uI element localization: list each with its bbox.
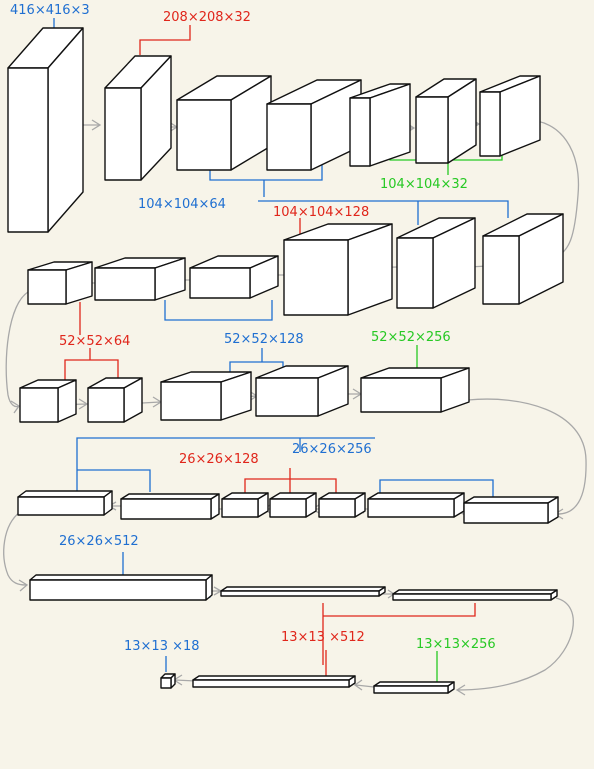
bracket-104x64-upper bbox=[209, 165, 323, 181]
layer-block bbox=[19, 379, 77, 423]
layer-block bbox=[120, 493, 220, 520]
bracket-208x32 bbox=[139, 25, 191, 55]
layer-block bbox=[482, 213, 564, 305]
label-13x13x256: 13×13×256 bbox=[416, 637, 496, 652]
arrow bbox=[353, 679, 375, 691]
layer-block bbox=[283, 223, 393, 316]
layer-block bbox=[94, 257, 186, 301]
layer-block bbox=[17, 490, 113, 516]
label-52x52x128: 52×52×128 bbox=[224, 332, 304, 347]
label-input: 416×416×3 bbox=[10, 3, 90, 18]
bracket-26x256-right bbox=[379, 479, 494, 500]
layer-block bbox=[266, 79, 362, 171]
label-104x104x64: 104×104×64 bbox=[138, 197, 226, 212]
bracket-13x512 bbox=[322, 603, 476, 676]
layer-block bbox=[373, 681, 455, 694]
label-26x26x128: 26×26×128 bbox=[179, 452, 259, 467]
layer-block bbox=[220, 586, 386, 597]
layer-block bbox=[176, 75, 272, 171]
label-13x13x18: 13×13 ×18 bbox=[124, 639, 200, 654]
layer-block bbox=[360, 367, 470, 413]
label-104x104x32: 104×104×32 bbox=[380, 177, 468, 192]
bracket-26x256-left bbox=[76, 437, 375, 492]
layer-block bbox=[221, 492, 269, 518]
bracket-52x128-top bbox=[164, 300, 273, 321]
bracket-26x128 bbox=[244, 468, 337, 495]
label-13x13x512: 13×13 ×512 bbox=[281, 630, 365, 645]
layer-block bbox=[392, 589, 558, 601]
label-208x208x32: 208×208×32 bbox=[163, 10, 251, 25]
layer-block bbox=[192, 675, 356, 688]
arrow bbox=[5, 291, 29, 414]
layer-block bbox=[396, 217, 476, 309]
layer-block bbox=[367, 492, 465, 518]
layer-block bbox=[160, 673, 176, 689]
layer-block bbox=[255, 365, 349, 417]
layer-block bbox=[160, 371, 252, 421]
bracket-52x64 bbox=[64, 348, 119, 380]
layer-block bbox=[479, 75, 541, 157]
layer-block bbox=[463, 496, 559, 524]
label-104x104x128: 104×104×128 bbox=[273, 205, 369, 220]
layer-block bbox=[104, 55, 172, 181]
label-26x26x256: 26×26×256 bbox=[292, 442, 372, 457]
layer-labels: 416×416×3 208×208×32 104×104×64 104×104×… bbox=[10, 3, 496, 654]
layer-block bbox=[7, 27, 84, 233]
label-26x26x512: 26×26×512 bbox=[59, 534, 139, 549]
layer-block bbox=[29, 574, 213, 601]
layer-block bbox=[27, 261, 93, 305]
layer-block bbox=[349, 83, 411, 167]
arrow bbox=[3, 511, 29, 592]
label-52x52x256: 52×52×256 bbox=[371, 330, 451, 345]
layer-block bbox=[87, 377, 143, 423]
arrow bbox=[455, 597, 574, 696]
layer-block bbox=[189, 255, 279, 299]
layer-blocks bbox=[7, 27, 564, 694]
bracket-104x64-lower bbox=[258, 200, 509, 225]
label-52x52x64: 52×52×64 bbox=[59, 334, 130, 349]
layer-block bbox=[318, 492, 366, 518]
layer-block bbox=[269, 492, 317, 518]
layer-block bbox=[415, 78, 477, 164]
